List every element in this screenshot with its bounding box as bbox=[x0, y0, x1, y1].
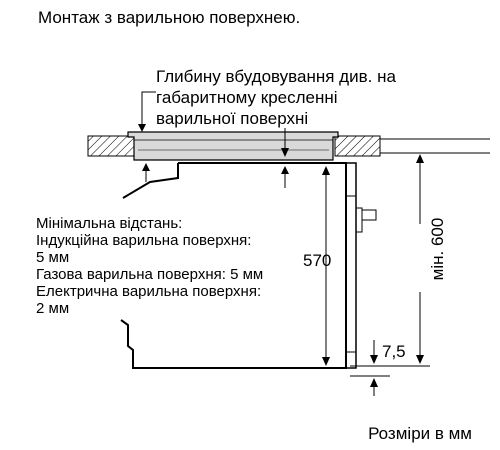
page-title: Монтаж з варильною поверхнею. bbox=[38, 8, 301, 27]
clearance-line: Мінімальна відстань: bbox=[36, 215, 183, 232]
clearance-line: 2 мм bbox=[36, 300, 70, 317]
units-note: Розміри в мм bbox=[368, 424, 472, 443]
oven-knob bbox=[361, 209, 377, 221]
note-line: Глибину вбудовування див. на bbox=[156, 67, 396, 86]
minimum-clearance-note: Мінімальна відстань: Індукційна варильна… bbox=[36, 215, 263, 317]
clearance-line: Електрична варильна поверхня: bbox=[36, 283, 262, 300]
clearance-line: 5 мм bbox=[36, 249, 70, 266]
worktop-left bbox=[87, 135, 135, 157]
note-line: варильної поверхні bbox=[156, 109, 309, 128]
worktop-right bbox=[334, 135, 381, 157]
installation-depth-note: Глибину вбудовування див. на габаритному… bbox=[156, 66, 396, 129]
dimension-7-5-label: 7,5 bbox=[382, 342, 406, 361]
dimension-min-600-label: мін. 600 bbox=[428, 217, 447, 281]
clearance-line: Газова варильна поверхня: 5 мм bbox=[36, 266, 264, 283]
clearance-line: Індукційна варильна поверхня: bbox=[36, 232, 252, 249]
dimension-570-label: 570 bbox=[303, 251, 332, 270]
note-line: габаритному кресленні bbox=[156, 88, 338, 107]
hob-outline bbox=[127, 131, 339, 161]
oven-outline bbox=[120, 162, 347, 369]
